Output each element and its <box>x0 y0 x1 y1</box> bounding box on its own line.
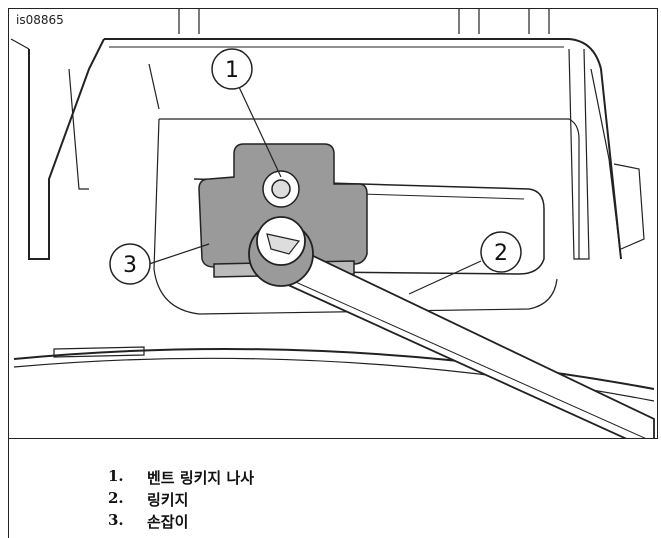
figure-legend: 1. 벤트 링키지 나사 2. 링키지 3. 손잡이 <box>8 439 658 538</box>
legend-text: 손잡이 <box>147 513 189 531</box>
figure-id-label: is08865 <box>13 13 67 27</box>
legend-number: 1. <box>108 467 124 485</box>
housing-drawing <box>10 9 655 402</box>
callout-3: 3 <box>109 243 151 285</box>
legend-number: 3. <box>108 511 124 529</box>
callout-2-label: 2 <box>494 241 508 266</box>
legend-text: 벤트 링키지 나사 <box>147 469 255 487</box>
callout-3-label: 3 <box>123 253 137 278</box>
legend-text: 링키지 <box>147 491 189 509</box>
linkage-arm <box>248 216 655 438</box>
callout-1-label: 1 <box>225 58 239 83</box>
vent-linkage-illustration: 1 2 3 <box>10 9 655 438</box>
callout-1: 1 <box>211 48 253 90</box>
callout-2: 2 <box>480 231 522 273</box>
legend-number: 2. <box>108 489 124 507</box>
linkage-screw <box>262 170 300 208</box>
illustration-figure: is08865 <box>8 8 658 439</box>
callout-leaders <box>148 86 482 295</box>
